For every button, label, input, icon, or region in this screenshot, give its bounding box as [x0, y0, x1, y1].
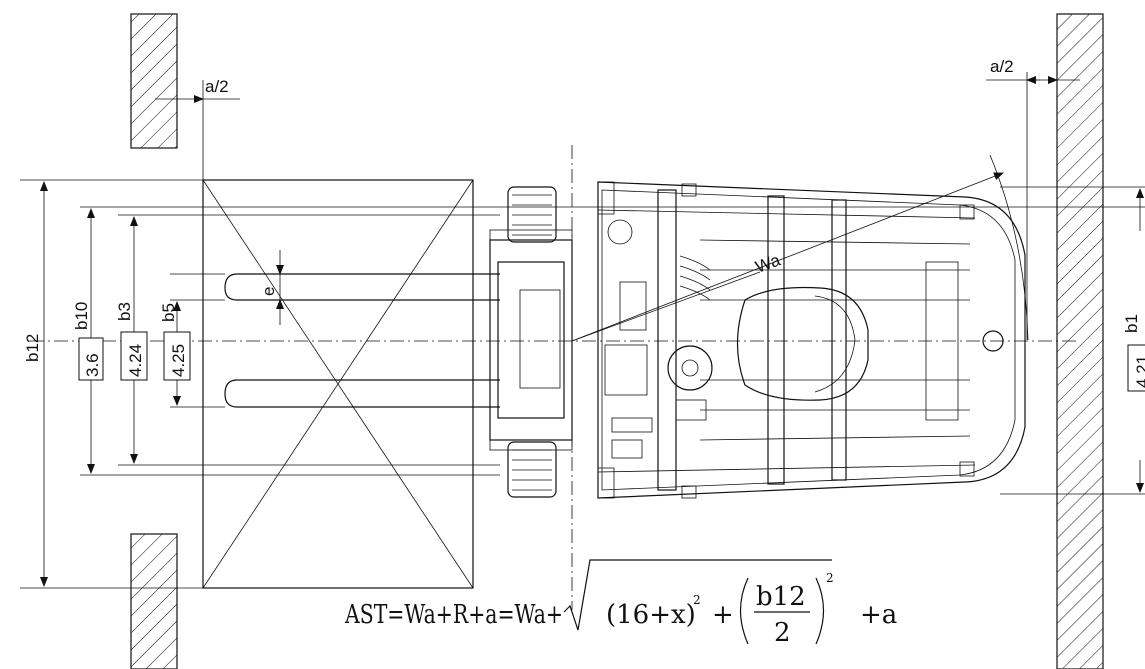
- load-pallet: [202, 179, 474, 589]
- forks: [224, 273, 500, 408]
- formula-denominator: 2: [774, 618, 791, 648]
- b12-label: b12: [23, 334, 42, 362]
- b5-dimension: b5 4.25: [159, 273, 225, 408]
- radical-sign: [563, 559, 832, 631]
- left-wall-bottom: [130, 533, 178, 669]
- formula-numerator: b12: [756, 582, 806, 612]
- wa-label: Wa: [753, 250, 783, 277]
- b5-label: b5: [159, 303, 178, 322]
- formula-plus: +: [712, 600, 734, 630]
- a-half-right-dimension: a/2: [986, 57, 1080, 340]
- b3-dimension: b3 4.24: [115, 214, 500, 466]
- right-wall: [1056, 13, 1104, 669]
- formula-term1: (16+x): [606, 600, 696, 630]
- turning-radius: Wa: [571, 154, 1029, 342]
- a-half-left-dimension: a/2: [155, 77, 240, 182]
- a-half-left-label: a/2: [205, 77, 229, 96]
- formula-exp1: 2: [693, 593, 701, 607]
- e-label: e: [259, 287, 278, 296]
- ast-formula: AST=Wa+R+a=Wa+ (16+x) 2 + b12 2 2 +a: [344, 559, 897, 648]
- b10-value: 3.6: [83, 353, 102, 377]
- left-paren: [739, 577, 749, 645]
- formula-exp2: 2: [826, 571, 834, 585]
- forklift-top-view: [489, 181, 1026, 499]
- b3-value: 4.24: [126, 344, 145, 377]
- a-half-right-label: a/2: [990, 57, 1014, 76]
- e-dimension: e: [259, 250, 284, 325]
- b10-label: b10: [72, 302, 91, 330]
- left-wall-top: [130, 13, 178, 149]
- b1-value: 4.21: [1133, 355, 1145, 388]
- b10-dimension: b10 3.6: [72, 206, 1145, 476]
- right-paren: [815, 577, 825, 645]
- b5-value: 4.25: [169, 344, 188, 377]
- b3-label: b3: [115, 302, 134, 321]
- formula-lhs: AST=Wa+R+a=Wa+: [344, 600, 563, 630]
- b1-dimension: b1 4.21: [1000, 186, 1145, 495]
- formula-tail: +a: [860, 600, 897, 630]
- b1-label: b1: [1122, 314, 1141, 333]
- b12-dimension: b12: [20, 179, 203, 589]
